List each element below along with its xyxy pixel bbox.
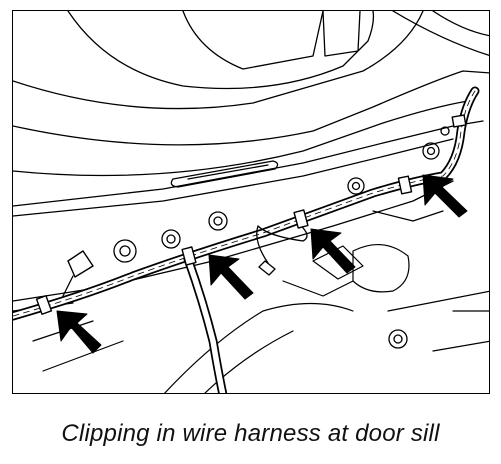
sill-grommets [113, 126, 450, 349]
floor-panel-lines [32, 210, 489, 393]
illustration-frame [12, 10, 490, 394]
body-panel-lines [13, 11, 489, 177]
arrow-icon [56, 310, 102, 354]
door-sill-illustration [13, 11, 489, 393]
arrow-icon [422, 174, 468, 218]
callout-arrows [56, 174, 468, 354]
wire-harness [13, 86, 480, 393]
arrow-icon [208, 254, 254, 300]
figure-caption: Clipping in wire harness at door sill [61, 420, 440, 447]
arrow-icon [310, 228, 356, 274]
door-sill-beam [13, 120, 484, 312]
harness-clips [35, 114, 467, 315]
